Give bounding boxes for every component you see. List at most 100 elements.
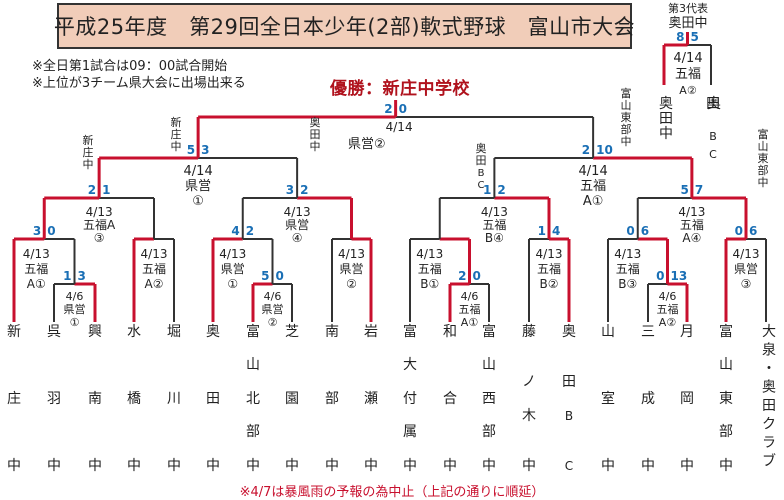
- team-7: 芝園中: [285, 324, 299, 474]
- match-field: A②: [679, 84, 697, 97]
- team-name-char: 庄: [7, 390, 21, 407]
- footer-note: ※4/7は暴風雨の予報の為中止（上記の通りに順延）: [239, 485, 545, 500]
- third-right-label-char: B: [709, 130, 717, 143]
- vertical-label-char: 新: [171, 115, 182, 129]
- match-date: 4/13: [733, 247, 760, 261]
- match-field: ②: [268, 316, 278, 329]
- team-1: 呉羽中: [47, 324, 61, 474]
- match-date: 4/13: [86, 205, 113, 219]
- vertical-label-char: 庄: [83, 145, 94, 159]
- team-name-char: 羽: [47, 391, 61, 407]
- match-venue: 五福: [657, 302, 679, 316]
- team-name-char: 中: [285, 458, 299, 474]
- vertical-label-char: 山: [758, 140, 769, 153]
- score-right: 0: [473, 269, 481, 283]
- team-3: 水橋中: [127, 324, 141, 474]
- match-date: 4/13: [141, 247, 168, 261]
- match-venue: 五福A: [83, 217, 116, 232]
- vertical-label-char: 富: [621, 86, 632, 100]
- score-left: 2: [88, 183, 96, 197]
- team-name-char: 木: [522, 408, 536, 424]
- vertical-label-char: 中: [171, 140, 182, 153]
- match-venue: 五福: [482, 217, 506, 232]
- score-right: 0: [399, 102, 407, 116]
- match-venue: 五福: [580, 179, 606, 194]
- team-name-char: 興: [88, 324, 102, 340]
- team-name-char: ・: [762, 361, 776, 377]
- team-11: 和合中: [443, 324, 457, 474]
- team-name-char: 月: [680, 324, 694, 340]
- team-name-char: 山: [719, 357, 733, 373]
- match-field: A④: [682, 231, 701, 245]
- team-name-char: 芝: [285, 324, 299, 340]
- match-date: 4/13: [284, 205, 311, 219]
- team-name-char: 山: [601, 324, 615, 340]
- match-field: ②: [346, 277, 357, 291]
- vertical-label-char: 東: [758, 152, 769, 165]
- team-name-char: 中: [403, 458, 417, 474]
- match-field: A②: [659, 316, 677, 329]
- team-16: 三成中: [641, 324, 655, 474]
- match-field: ③: [94, 231, 105, 245]
- match-date: 4/13: [23, 247, 50, 261]
- team-name-char: 付: [403, 391, 417, 407]
- vertical-label-char: 田: [310, 128, 321, 141]
- team-name-char: 中: [522, 458, 536, 474]
- vertical-label-char: 新: [83, 133, 94, 147]
- r2a-winner-label: 新庄中: [83, 133, 94, 171]
- match-field: ③: [741, 277, 752, 291]
- team-name-char: 中: [246, 458, 260, 474]
- match-date: 4/6: [659, 290, 677, 303]
- score-right: 2: [300, 183, 308, 197]
- team-15: 山室中: [601, 324, 615, 474]
- team-name-char: B: [565, 409, 573, 423]
- team-name-char: 西: [482, 391, 496, 407]
- score-left: 2: [458, 269, 466, 283]
- match-field: ④: [292, 231, 303, 245]
- match-venue: 県営: [185, 179, 211, 194]
- match-date: 4/14: [184, 164, 213, 179]
- score-left: 5: [187, 143, 195, 157]
- score-right: 7: [695, 183, 703, 197]
- match-venue: 五福: [142, 261, 166, 276]
- score-right: 13: [671, 269, 688, 283]
- score-right: 3: [78, 269, 86, 283]
- score-left: 1: [63, 269, 71, 283]
- match-venue: 五福: [537, 261, 561, 276]
- score-left: 2: [582, 143, 590, 157]
- match-field: B③: [618, 277, 637, 291]
- team-9: 岩瀬中: [364, 324, 378, 474]
- score-left: 1: [538, 224, 546, 238]
- match-venue: 県営: [64, 302, 86, 316]
- r3a-winner-label: 新庄中: [171, 115, 182, 153]
- match-venue: 五福: [616, 261, 640, 276]
- team-name-char: 橋: [127, 391, 141, 407]
- match-date: 4/13: [536, 247, 563, 261]
- match-venue: 県営: [221, 262, 245, 276]
- team-5: 奥田中: [206, 323, 220, 474]
- third-right-label-char: C: [709, 148, 717, 161]
- vertical-label-char: 東: [621, 111, 632, 124]
- r2c-winner-label: 奥田: [476, 141, 487, 167]
- match-date: 4/14: [673, 51, 702, 66]
- team-name-char: 大: [762, 324, 776, 340]
- team-name-char: 中: [641, 458, 655, 474]
- match-venue: 五福: [459, 302, 481, 316]
- match-date: 4/14: [386, 120, 413, 134]
- match-venue: 五福: [418, 261, 442, 276]
- vertical-label-char: 富: [758, 127, 769, 141]
- team-name-char: 呉: [47, 324, 61, 340]
- match-venue: 県営: [285, 218, 309, 232]
- match-field: B①: [420, 277, 439, 291]
- score-left: 3: [286, 183, 294, 197]
- team-name-char: 中: [719, 458, 733, 474]
- match-field: A①: [461, 316, 479, 329]
- third-right-label: 田: [706, 96, 720, 112]
- r2b-winner-label: 奥田中: [310, 115, 321, 153]
